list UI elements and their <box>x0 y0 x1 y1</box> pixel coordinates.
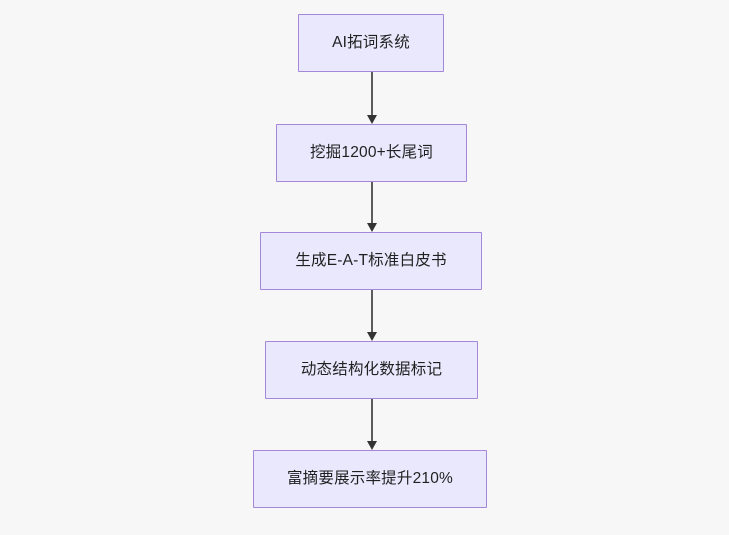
flow-node-mine-longtail-keywords[interactable]: 挖掘1200+长尾词 <box>276 124 467 182</box>
arrowhead-icon <box>367 115 377 124</box>
arrowhead-icon <box>367 332 377 341</box>
edge-line <box>371 72 373 116</box>
flow-node-ai-keyword-system[interactable]: AI拓词系统 <box>298 14 444 72</box>
flow-node-label: 挖掘1200+长尾词 <box>309 143 434 161</box>
edge-line <box>371 182 373 224</box>
flow-node-dynamic-structured-data-markup[interactable]: 动态结构化数据标记 <box>265 341 478 399</box>
flow-node-label: 富摘要展示率提升210% <box>286 469 454 487</box>
arrowhead-icon <box>367 223 377 232</box>
flow-node-generate-eat-whitepaper[interactable]: 生成E-A-T标准白皮书 <box>260 232 482 290</box>
flow-node-label: 生成E-A-T标准白皮书 <box>295 251 447 269</box>
edge-line <box>371 290 373 333</box>
edge-line <box>371 399 373 442</box>
flow-node-label: AI拓词系统 <box>332 33 410 51</box>
flow-node-rich-snippet-impression-increase[interactable]: 富摘要展示率提升210% <box>253 450 487 508</box>
arrowhead-icon <box>367 441 377 450</box>
flow-node-label: 动态结构化数据标记 <box>300 360 443 378</box>
